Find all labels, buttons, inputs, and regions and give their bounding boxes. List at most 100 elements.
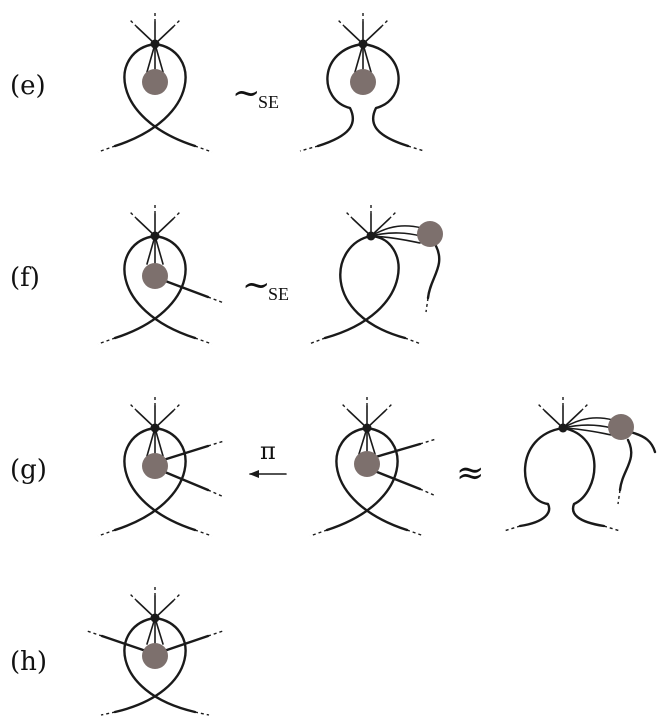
strand: [123, 234, 197, 340]
blob: [417, 221, 443, 247]
dashed-end: [299, 145, 319, 152]
spoke: [370, 232, 422, 237]
spoke: [562, 424, 613, 429]
dashed-end: [425, 297, 429, 313]
strand: [518, 426, 565, 528]
row-label-h: (h): [10, 647, 47, 677]
dashed-end: [380, 18, 390, 28]
spoke: [354, 43, 364, 73]
strand: [123, 616, 197, 714]
spoke: [154, 43, 164, 73]
spoke: [146, 235, 156, 265]
spoke: [154, 427, 164, 457]
strand: [113, 616, 187, 714]
dashed-end: [406, 529, 425, 537]
strand: [361, 42, 410, 148]
dashed-end: [536, 402, 546, 412]
diagram-g-middle: [309, 394, 437, 537]
dashed-end: [344, 210, 354, 220]
dashed-end: [603, 525, 621, 532]
strand: [113, 234, 187, 340]
dashed-end: [207, 489, 225, 498]
blob: [142, 69, 168, 95]
dashed-end: [172, 18, 182, 28]
dashed-end: [308, 337, 326, 345]
dashed-end: [172, 592, 182, 602]
vertex: [150, 423, 160, 433]
dashed-end: [617, 489, 621, 505]
dashed-end: [128, 592, 138, 602]
strand: [628, 430, 657, 454]
strand: [335, 426, 409, 532]
dashed-end: [194, 145, 213, 153]
strand: [159, 634, 210, 654]
relation-subscript-f: SE: [268, 284, 289, 304]
diagram-f-right: [308, 202, 443, 345]
dashed-end: [207, 440, 225, 447]
vertex: [150, 231, 160, 241]
diagram-h: [86, 584, 224, 716]
dashed-end: [388, 210, 398, 220]
vertex: [150, 39, 160, 49]
dashed-end: [419, 488, 437, 497]
relation-subscript-e: SE: [258, 92, 279, 112]
spoke: [362, 43, 372, 73]
dashed-end: [128, 18, 138, 28]
blob: [142, 453, 168, 479]
dashed-end: [419, 438, 437, 445]
spoke: [562, 427, 613, 436]
diagram-e-right: [299, 10, 425, 152]
strand: [158, 444, 210, 463]
blob: [354, 451, 380, 477]
strand: [561, 426, 606, 528]
spoke: [562, 417, 614, 429]
strand: [100, 634, 151, 654]
dashed-end: [194, 337, 213, 345]
vertex: [150, 613, 160, 623]
strand: [123, 426, 197, 532]
dashed-end: [340, 402, 350, 412]
blob: [142, 643, 168, 669]
diagram-g-left: [97, 394, 225, 537]
dashed-end: [97, 145, 116, 153]
dashed-end: [194, 711, 210, 716]
spoke: [370, 235, 421, 244]
relation-symbol-f: ~: [242, 265, 271, 305]
dashed-end: [86, 630, 103, 637]
diagram-f-left: [97, 202, 225, 345]
strand: [113, 426, 187, 532]
spoke: [146, 43, 156, 73]
strand: [370, 468, 422, 491]
strand: [158, 468, 210, 492]
dashed-end: [503, 525, 521, 532]
dashed-end: [336, 18, 346, 28]
row-label-e: (e): [10, 71, 46, 101]
spoke: [358, 427, 368, 455]
dashed-end: [100, 711, 116, 716]
relation-symbol-e: ~: [232, 73, 261, 113]
relation-symbol-g: ≈: [456, 453, 485, 493]
dashed-end: [407, 145, 425, 152]
dashed-end: [172, 210, 182, 220]
strand: [618, 438, 633, 492]
strand: [158, 277, 210, 299]
strand: [323, 234, 400, 340]
strand: [426, 244, 441, 300]
strand: [325, 426, 399, 532]
dashed-end: [128, 210, 138, 220]
dashed-end: [207, 296, 225, 304]
dashed-end: [97, 529, 116, 537]
spoke: [146, 427, 156, 457]
vertex: [558, 423, 568, 433]
dashed-end: [97, 337, 116, 345]
dashed-end: [172, 402, 182, 412]
dashed-end: [580, 402, 590, 412]
row-label-g: (g): [10, 455, 47, 485]
vertex: [366, 231, 376, 241]
strand: [316, 42, 365, 148]
strand: [123, 42, 197, 148]
spoke: [154, 235, 164, 265]
blob: [350, 69, 376, 95]
blob: [608, 414, 634, 440]
